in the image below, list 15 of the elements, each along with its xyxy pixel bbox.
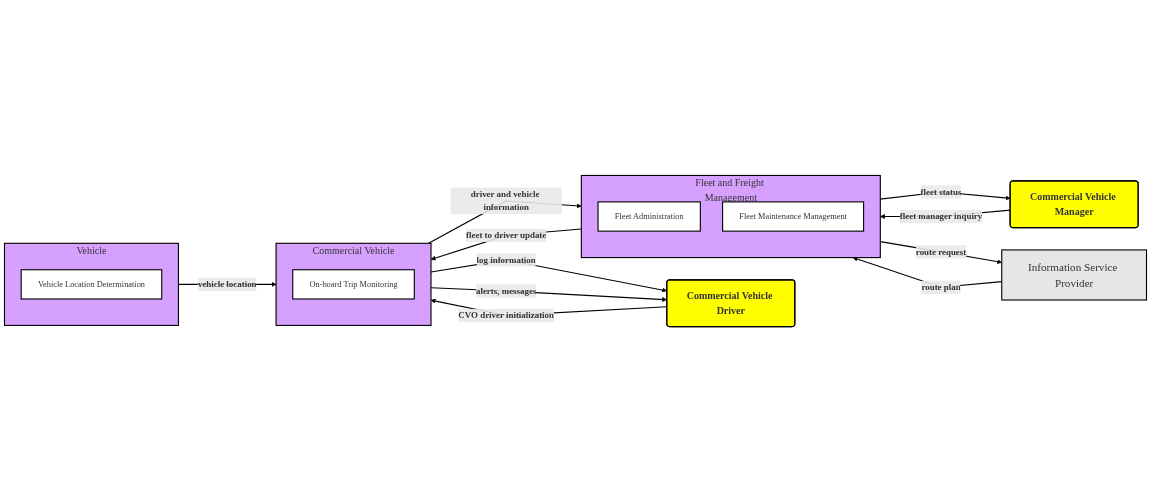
node-box: Fleet Maintenance Management [722, 201, 865, 233]
edge-label: alerts, messages [475, 286, 537, 296]
edge-label: fleet manager inquiry [899, 211, 983, 222]
edge-label: route plan [921, 282, 961, 293]
edge-label: fleet to driver update [466, 230, 547, 241]
node-box: On-board Trip Monitoring [292, 269, 415, 300]
edge-label: vehicle location [197, 279, 257, 290]
node-box: Vehicle Location Determination [20, 269, 163, 300]
edge-label: driver and vehicle information [470, 189, 540, 213]
edge-label: log information [476, 255, 536, 265]
edge-label: CVO driver initialization [458, 310, 554, 321]
edge-label: route request [915, 247, 967, 257]
edge-label: fleet status [920, 187, 962, 197]
node-box: Fleet Administration [597, 201, 701, 233]
node-box: Information Service Provider [1001, 249, 1148, 302]
